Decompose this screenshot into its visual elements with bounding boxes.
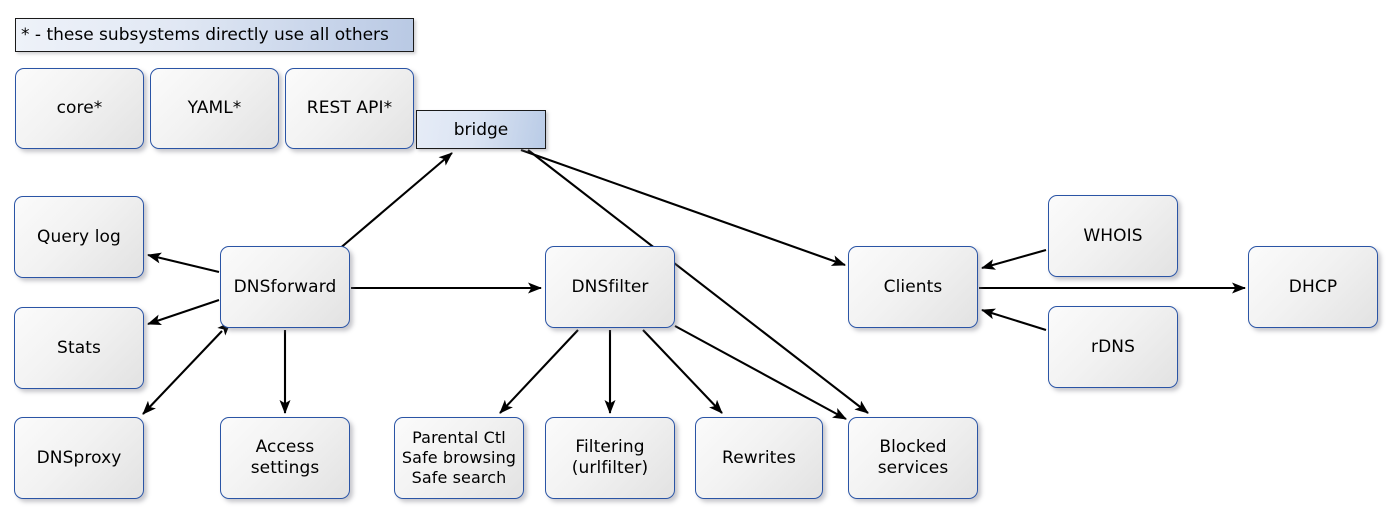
node-blocked-services-label: Blocked services (877, 437, 949, 478)
node-yaml[interactable]: YAML* (150, 68, 279, 149)
node-query-log[interactable]: Query log (14, 196, 144, 278)
node-whois[interactable]: WHOIS (1048, 195, 1178, 277)
node-dnsfilter-label: DNSfilter (571, 276, 649, 297)
node-dnsfilter[interactable]: DNSfilter (545, 246, 675, 328)
node-rewrites[interactable]: Rewrites (695, 417, 823, 499)
edge-dnsfilter-to-rewrites (642, 329, 723, 414)
node-clients-label: Clients (883, 276, 943, 297)
node-filtering-label: Filtering (urlfilter) (571, 437, 649, 478)
node-filtering[interactable]: Filtering (urlfilter) (545, 417, 675, 499)
edge-whois-to-clients (981, 248, 1047, 270)
node-dhcp-label: DHCP (1288, 276, 1338, 297)
node-rdns-label: rDNS (1091, 336, 1135, 357)
node-rest-api[interactable]: REST API* (285, 68, 414, 149)
node-whois-label: WHOIS (1083, 225, 1143, 246)
node-clients[interactable]: Clients (848, 246, 978, 328)
node-access-settings[interactable]: Access settings (220, 417, 350, 499)
edge-dnsforward-to-stats (147, 299, 220, 326)
edge-dnsfilter-to-parental (499, 329, 579, 414)
node-dnsforward-label: DNSforward (233, 276, 337, 297)
node-dhcp[interactable]: DHCP (1248, 246, 1378, 328)
node-stats[interactable]: Stats (14, 307, 144, 389)
node-dnsproxy[interactable]: DNSproxy (14, 417, 144, 499)
edge-rdns-to-clients (981, 308, 1047, 332)
node-dnsforward[interactable]: DNSforward (220, 246, 350, 328)
node-dnsproxy-label: DNSproxy (36, 447, 122, 468)
node-core-label: core* (56, 98, 103, 118)
legend-note: * - these subsystems directly use all ot… (15, 18, 414, 52)
edge-dnsfilter-to-blocked-services (674, 325, 847, 420)
node-access-settings-label: Access settings (250, 437, 320, 478)
node-rdns[interactable]: rDNS (1048, 306, 1178, 388)
node-core[interactable]: core* (15, 68, 144, 149)
node-bridge[interactable]: bridge (416, 110, 546, 149)
node-bridge-label: bridge (453, 119, 509, 140)
node-query-log-label: Query log (37, 226, 121, 247)
node-rewrites-label: Rewrites (722, 447, 796, 468)
edge-dnsforward-to-query-log (147, 252, 220, 274)
node-yaml-label: YAML* (187, 98, 242, 118)
legend-note-text: * - these subsystems directly use all ot… (21, 25, 389, 45)
node-rest-api-label: REST API* (306, 98, 393, 118)
edge-dnsforward-to-bridge (337, 152, 453, 251)
node-parental-control-label: Parental Ctl Safe browsing Safe search (401, 428, 517, 487)
node-stats-label: Stats (57, 337, 101, 358)
edge-dnsforward-to-dnsproxy (142, 321, 231, 415)
node-parental-control[interactable]: Parental Ctl Safe browsing Safe search (394, 417, 524, 499)
node-blocked-services[interactable]: Blocked services (848, 417, 978, 499)
